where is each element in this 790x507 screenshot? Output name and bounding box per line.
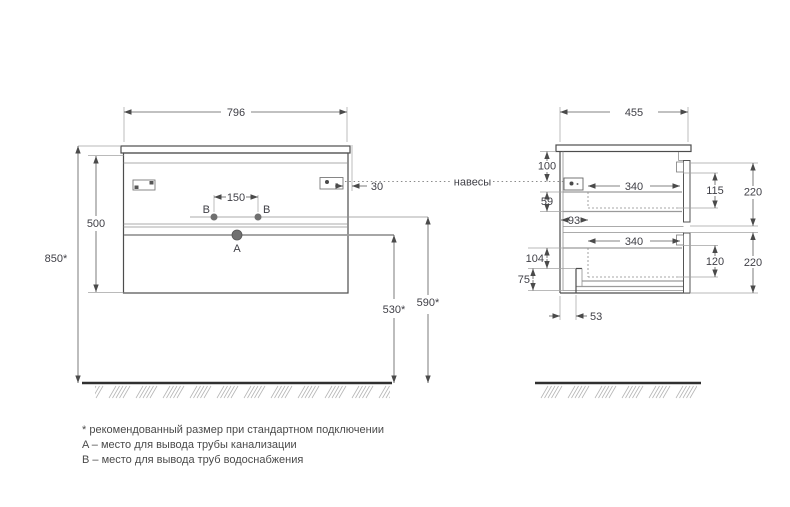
svg-text:455: 455 bbox=[625, 107, 643, 119]
svg-text:59: 59 bbox=[541, 196, 553, 208]
dim-top-to-hanger: 100 bbox=[538, 151, 556, 182]
hangers-connector: навесы bbox=[345, 177, 564, 189]
dim-recess-upper-height: 104 bbox=[526, 248, 550, 269]
upper-drawer-box bbox=[540, 191, 682, 213]
dim-upper-drawer-depth: 340 bbox=[588, 181, 680, 193]
svg-text:30: 30 bbox=[371, 181, 383, 193]
dim-mounting-height: 850* bbox=[45, 145, 121, 383]
dim-lower-drawer-depth: 340 bbox=[588, 236, 680, 248]
side-hanger bbox=[563, 177, 584, 191]
svg-text:220: 220 bbox=[744, 257, 762, 269]
point-b-right bbox=[254, 213, 262, 221]
front-hanger-left bbox=[132, 179, 156, 191]
svg-text:590*: 590* bbox=[417, 297, 440, 309]
front-hanger-right bbox=[319, 177, 344, 190]
side-view: 455 100 59 93 340 bbox=[518, 107, 762, 323]
point-b-right-label: B bbox=[263, 204, 270, 216]
hangers-label: навесы bbox=[454, 177, 492, 189]
footnotes: * рекомендованный размер при стандартном… bbox=[82, 424, 384, 466]
lower-drawer-front bbox=[683, 232, 691, 294]
point-b-left-label: B bbox=[203, 204, 210, 216]
side-drawer-fronts bbox=[676, 160, 691, 294]
svg-text:53: 53 bbox=[590, 311, 602, 323]
upper-drawer-front bbox=[683, 160, 691, 223]
svg-text:115: 115 bbox=[706, 185, 724, 197]
svg-text:220: 220 bbox=[744, 187, 762, 199]
footnote-recommended: * рекомендованный размер при стандартном… bbox=[82, 424, 384, 436]
dim-lower-front-height: 220 bbox=[744, 232, 762, 293]
svg-text:75: 75 bbox=[518, 274, 530, 286]
svg-text:500: 500 bbox=[87, 218, 105, 230]
front-cabinet-outline bbox=[120, 145, 351, 294]
outlet-points: B B A bbox=[203, 204, 271, 255]
footnote-point-a: A – место для вывода трубы канализации bbox=[82, 439, 297, 451]
svg-text:340: 340 bbox=[625, 236, 643, 248]
bottom-recess bbox=[528, 267, 583, 293]
dim-upper-drawer-inner-height: 115 bbox=[706, 173, 724, 208]
floor-hatch-right bbox=[540, 384, 697, 399]
floor bbox=[82, 381, 701, 399]
svg-text:93: 93 bbox=[568, 215, 580, 227]
svg-text:796: 796 bbox=[227, 107, 245, 119]
dim-back-clearance: 93 bbox=[561, 215, 588, 227]
dim-recess-lower-height: 75 bbox=[518, 268, 536, 291]
svg-text:530*: 530* bbox=[383, 304, 406, 316]
svg-text:340: 340 bbox=[625, 181, 643, 193]
side-cabinet-outline bbox=[555, 144, 692, 294]
dim-front-width: 796 bbox=[123, 107, 348, 142]
dim-water-outlet-height: 590* bbox=[417, 217, 440, 383]
floor-hatch-left bbox=[95, 384, 390, 399]
right-extension-lines bbox=[678, 162, 758, 294]
lower-drawer-handle bbox=[676, 234, 684, 246]
dim-upper-front-height: 220 bbox=[744, 163, 762, 226]
dim-lower-drawer-inner-height: 120 bbox=[706, 245, 724, 277]
dim-outlet-spacing: 150 bbox=[213, 192, 259, 212]
dim-front-height: 500 bbox=[87, 155, 124, 293]
lower-drawer-box bbox=[528, 247, 683, 288]
svg-text:104: 104 bbox=[526, 253, 544, 265]
footnote-point-b: B – место для вывода труб водоснабжения bbox=[82, 454, 303, 466]
dim-drain-outlet-height: 530* bbox=[383, 235, 406, 383]
point-b-left bbox=[210, 213, 218, 221]
dim-hanger-offset: 30 bbox=[335, 145, 383, 193]
svg-text:120: 120 bbox=[706, 256, 724, 268]
upper-drawer-handle bbox=[676, 161, 684, 173]
svg-text:850*: 850* bbox=[45, 253, 68, 265]
point-a bbox=[231, 229, 243, 241]
point-a-label: A bbox=[233, 243, 241, 255]
dim-hanger-to-drawer: 59 bbox=[541, 192, 553, 212]
front-view: B B A 150 796 850* bbox=[45, 107, 440, 383]
svg-text:100: 100 bbox=[538, 161, 556, 173]
svg-text:150: 150 bbox=[227, 192, 245, 204]
dim-depth: 455 bbox=[559, 107, 689, 142]
dim-recess-depth: 53 bbox=[549, 295, 602, 323]
